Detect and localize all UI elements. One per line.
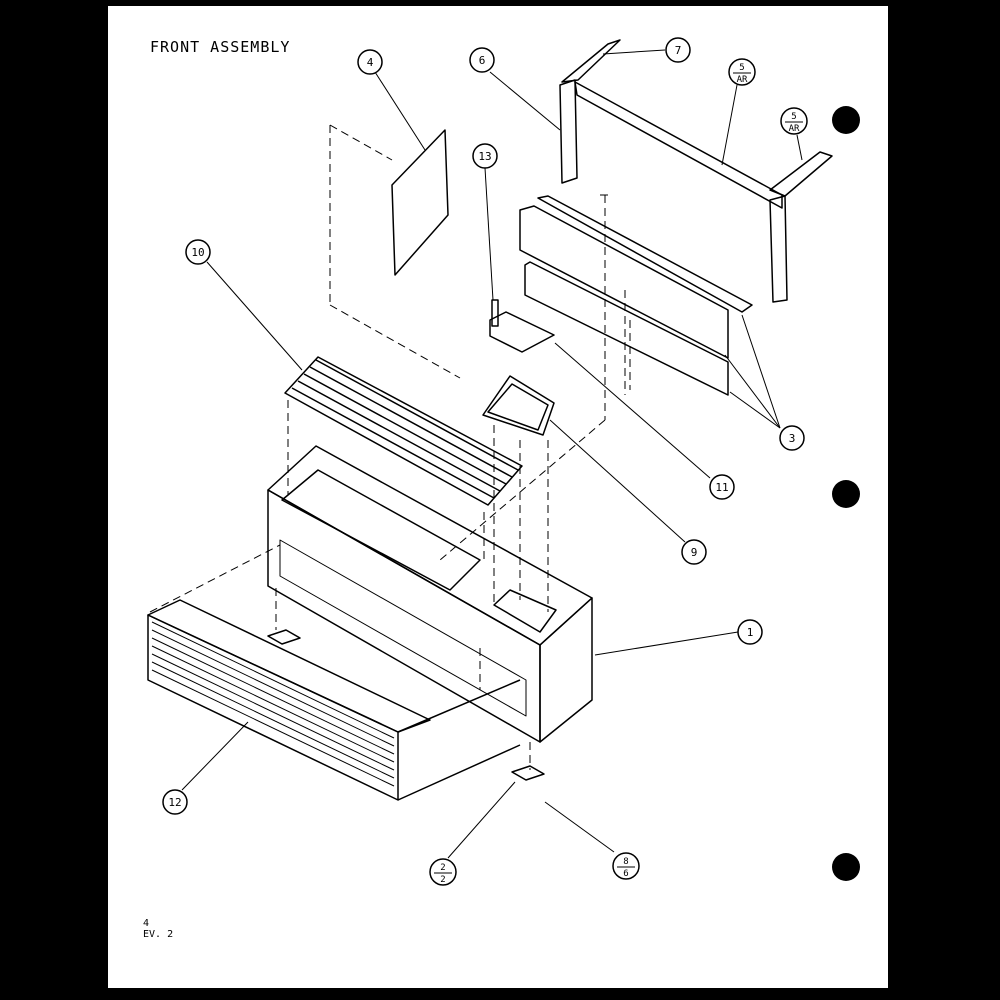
part-strips-3 [519, 195, 753, 396]
callout-13: 13 [472, 143, 498, 169]
callout-8-6-denominator: 6 [623, 869, 628, 879]
part-box-frame-9 [482, 375, 555, 436]
scan-border-right [888, 0, 1000, 1000]
scan-border-top [0, 0, 1000, 6]
callout-9-label: 9 [691, 546, 698, 559]
binder-hole-bottom [832, 853, 860, 881]
assembly-guide-lines [149, 124, 631, 770]
callout-11-label: 11 [715, 481, 728, 494]
scan-border-left [0, 0, 108, 1000]
callout-8-6: 8 6 [612, 852, 640, 880]
callout-6-label: 6 [479, 54, 486, 67]
callout-5-ar-right-numerator: 5 [791, 112, 796, 122]
part-bracket-plate-11 [489, 299, 555, 353]
scan-border-bottom [0, 988, 1000, 1000]
diagram-title: FRONT ASSEMBLY [150, 38, 291, 56]
callout-13-label: 13 [478, 150, 491, 163]
callout-7-label: 7 [675, 44, 682, 57]
callout-2-2-denominator: 2 [440, 875, 445, 885]
callout-10: 10 [185, 239, 211, 265]
callout-5-ar-top: 5 AR [728, 58, 756, 86]
callout-5-ar-right-denominator: AR [789, 124, 800, 134]
part-panel-4 [391, 129, 449, 276]
callout-3-label: 3 [789, 432, 796, 445]
callout-7: 7 [665, 37, 691, 63]
part-front-grille-12 [147, 599, 521, 801]
part-cabinet-1 [267, 445, 593, 743]
callout-4: 4 [357, 49, 383, 75]
footer-revision: 4 EV. 2 [143, 918, 173, 940]
callout-2-2-numerator: 2 [440, 863, 445, 873]
footer-page-number: 4 [143, 918, 150, 929]
footer-revision-label: EV. 2 [143, 929, 174, 940]
callout-6: 6 [469, 47, 495, 73]
callout-8-6-numerator: 8 [623, 857, 628, 867]
callout-11: 11 [709, 474, 735, 500]
callout-4-label: 4 [367, 56, 374, 69]
callout-10-label: 10 [191, 246, 204, 259]
callout-1: 1 [737, 619, 763, 645]
leader-lines [181, 49, 803, 859]
binder-hole-middle [832, 480, 860, 508]
binder-hole-top [832, 106, 860, 134]
callout-12: 12 [162, 789, 188, 815]
callout-2-2: 2 2 [429, 858, 457, 886]
part-clips [267, 629, 545, 781]
callout-1-label: 1 [747, 626, 754, 639]
callout-5-ar-top-numerator: 5 [739, 63, 744, 73]
callout-5-ar-top-denominator: AR [737, 75, 748, 85]
callout-5-ar-right: 5 AR [780, 107, 808, 135]
part-grille-10 [284, 356, 523, 506]
callout-3: 3 [779, 425, 805, 451]
part-top-frame [559, 39, 833, 303]
callout-12-label: 12 [168, 796, 181, 809]
callout-9: 9 [681, 539, 707, 565]
